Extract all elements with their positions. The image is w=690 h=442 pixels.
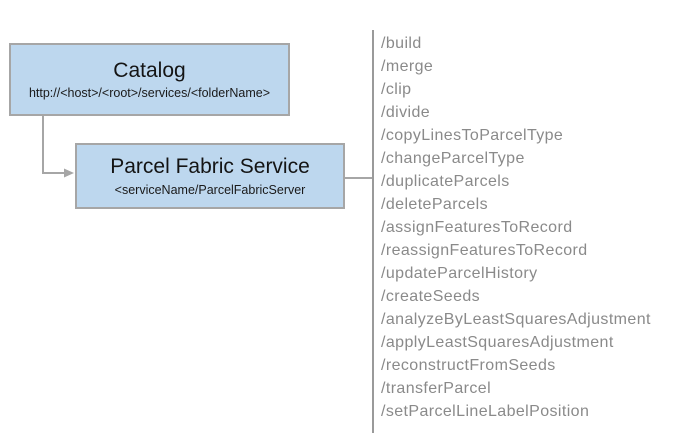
catalog-node: Catalog http://<host>/<root>/services/<f… (9, 43, 290, 116)
endpoint-item: /copyLinesToParcelType (381, 127, 564, 144)
endpoint-item: /build (381, 35, 422, 52)
endpoint-item: /deleteParcels (381, 196, 488, 213)
endpoint-item: /merge (381, 58, 434, 75)
endpoint-item: /reconstructFromSeeds (381, 357, 556, 374)
endpoint-item: /setParcelLineLabelPosition (381, 403, 590, 420)
endpoint-item: /createSeeds (381, 288, 481, 305)
endpoint-item: /updateParcelHistory (381, 265, 538, 282)
endpoint-item: /clip (381, 81, 412, 98)
catalog-title: Catalog (113, 58, 186, 82)
endpoint-item: /transferParcel (381, 380, 492, 397)
endpoint-item: /assignFeaturesToRecord (381, 219, 573, 236)
endpoint-item: /changeParcelType (381, 150, 525, 167)
endpoint-item: /reassignFeaturesToRecord (381, 242, 588, 259)
parcel-fabric-service-node: Parcel Fabric Service <serviceName/Parce… (75, 143, 345, 209)
endpoint-list: /build /merge /clip /divide /copyLinesTo… (381, 32, 690, 423)
service-url-pattern: <serviceName/ParcelFabricServer (114, 182, 306, 197)
service-title: Parcel Fabric Service (110, 155, 310, 179)
connector-arrowhead-icon (64, 168, 74, 178)
catalog-to-service-connector (42, 116, 64, 174)
endpoint-item: /duplicateParcels (381, 173, 510, 190)
endpoint-item: /analyzeByLeastSquaresAdjustment (381, 311, 651, 328)
catalog-url-pattern: http://<host>/<root>/services/<folderNam… (28, 86, 271, 101)
endpoint-item: /divide (381, 104, 431, 121)
endpoint-item: /applyLeastSquaresAdjustment (381, 334, 614, 351)
